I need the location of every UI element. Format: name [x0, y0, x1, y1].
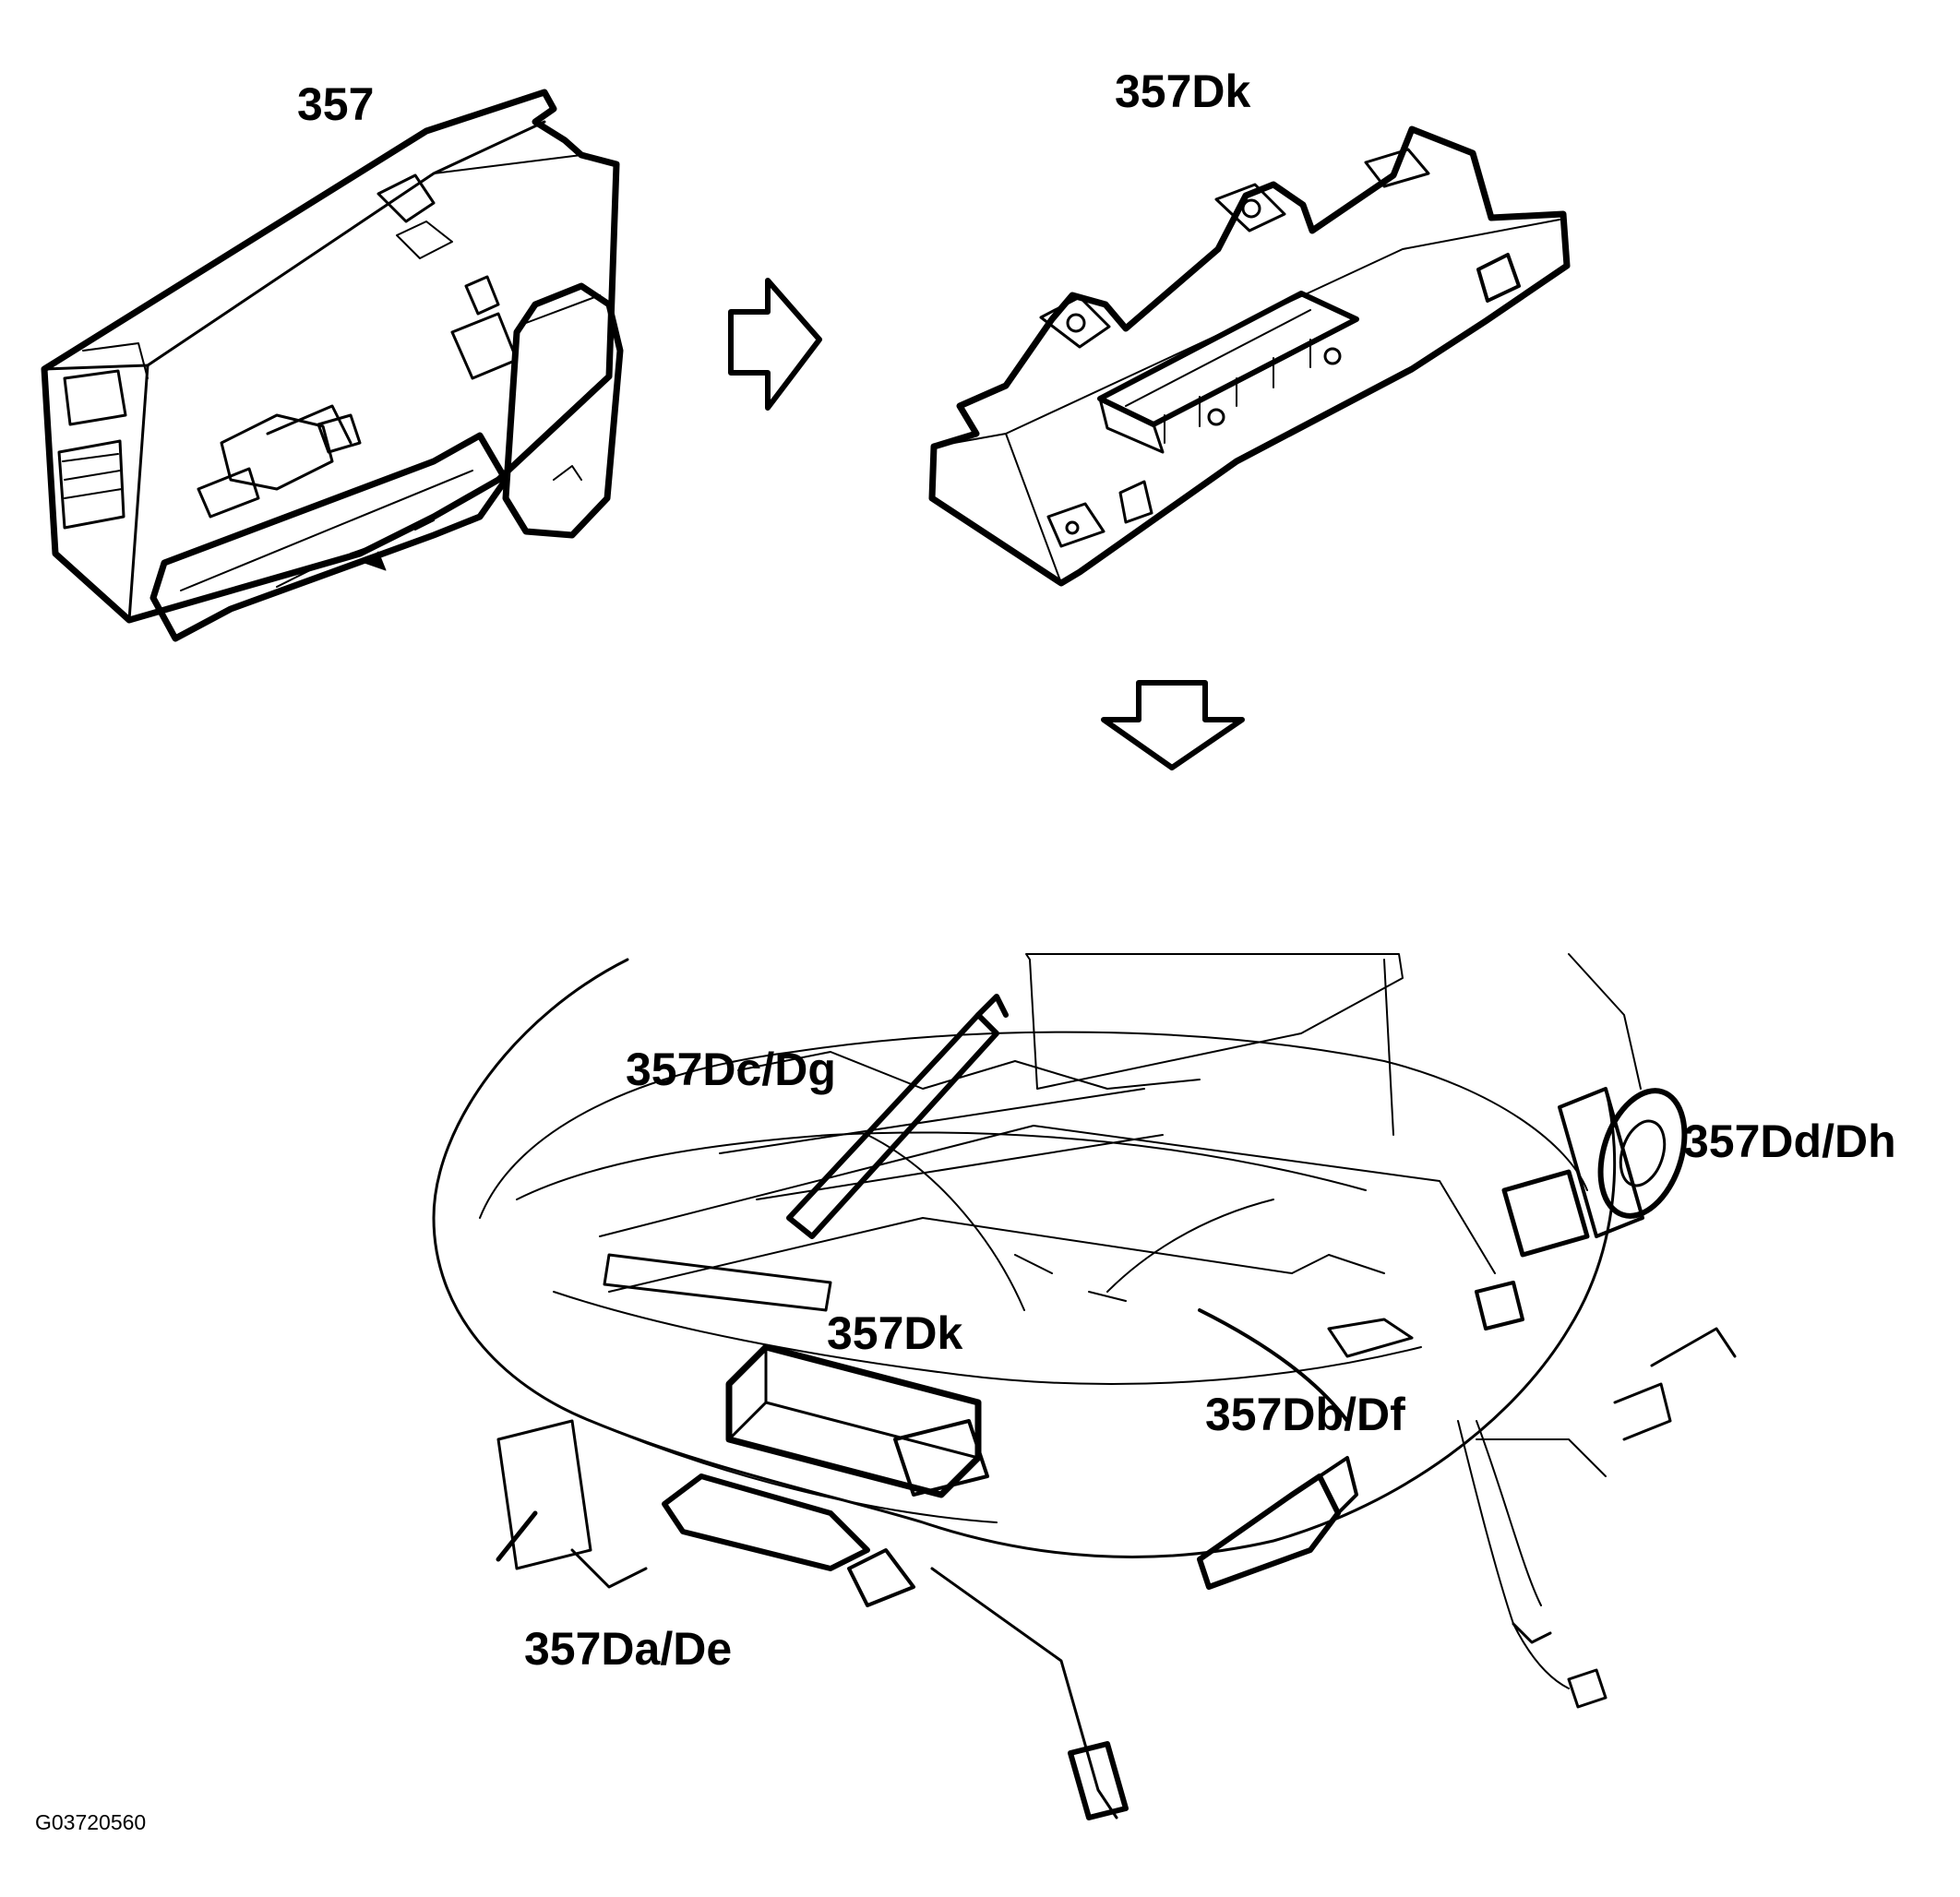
- label-357dk-top: 357Dk: [1115, 66, 1251, 117]
- seat-module-357Dk: [928, 125, 1571, 587]
- arrow-right: [728, 278, 822, 411]
- label-357dc-dg: 357Dc/Dg: [626, 1044, 836, 1095]
- arrow-down: [1101, 680, 1245, 770]
- label-357db-df: 357Db/Df: [1205, 1389, 1405, 1440]
- seat-frame-assembly: [432, 953, 1737, 1820]
- label-357dd-dh: 357Dd/Dh: [1683, 1116, 1896, 1167]
- seat-switch-module-357: [41, 89, 624, 642]
- label-357dk-seat: 357Dk: [827, 1307, 963, 1359]
- label-357: 357: [297, 78, 375, 130]
- label-357da-de: 357Da/De: [524, 1623, 733, 1675]
- figure-reference: G03720560: [35, 1810, 147, 1834]
